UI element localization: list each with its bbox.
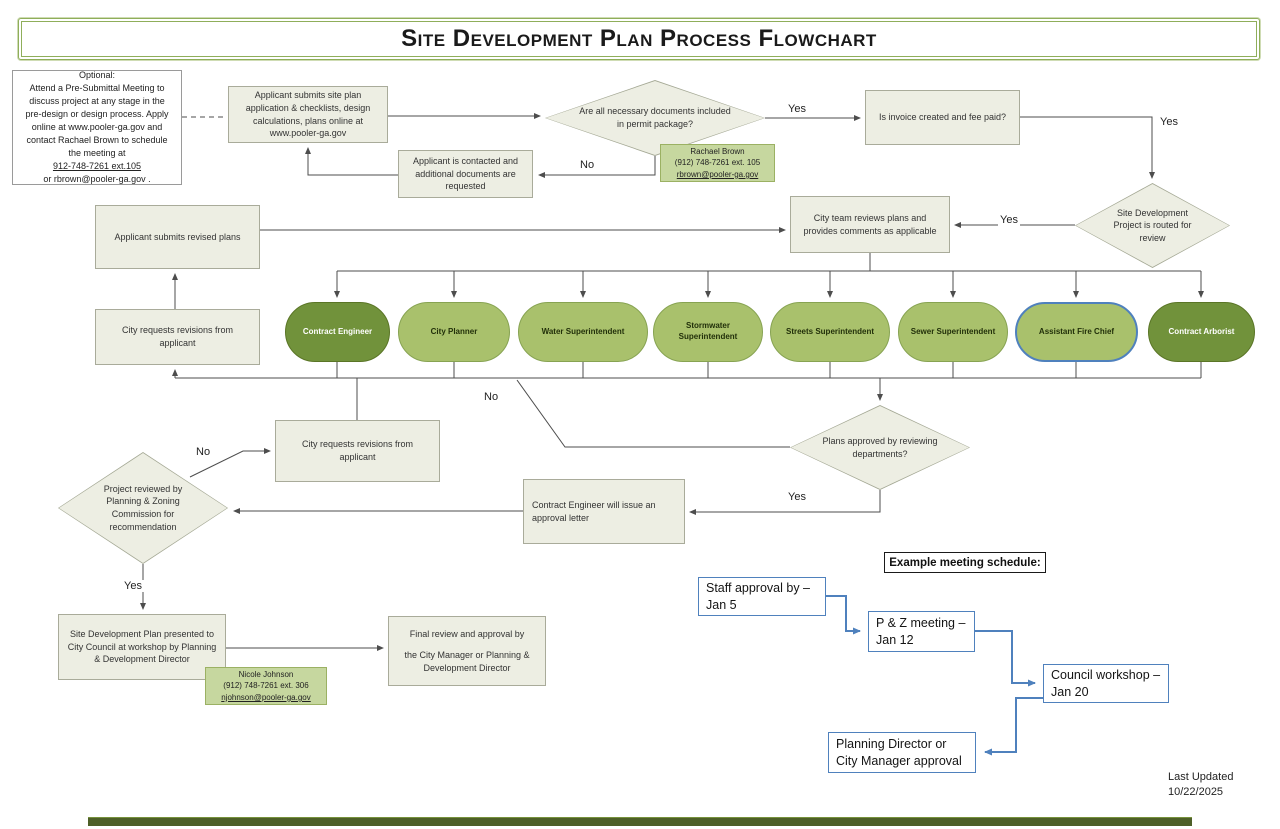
label-no-docs: No [578,159,597,171]
contact-rachael-phone: (912) 748-7261 ext. 105 [674,158,761,168]
decision-pz-review-text: Project reviewed by Planning & Zoning Co… [103,483,183,532]
decision-docs-included: Are all necessary documents included in … [545,80,765,156]
node-invoice-created-text: Is invoice created and fee paid? [878,112,1007,123]
footer-bar [88,817,1192,826]
schedule-header: Example meeting schedule: [884,552,1046,573]
contact-rachael-name: Rachael Brown [690,146,745,156]
node-final-review: Final review and approval by the City Ma… [388,616,546,686]
label-yes-routed: Yes [998,214,1020,226]
contact-rachael-email: rbrown@pooler-ga.gov [676,169,759,179]
page-title: Site Development Plan Process Flowchart [18,18,1260,60]
node-requests-revisions-left-text: City requests revisions from applicant [121,325,234,348]
dept-water-superintendent: Water Superintendent [518,302,648,362]
dept-streets-superintendent: Streets Superintendent [770,302,890,362]
node-approval-letter: Contract Engineer will issue an approval… [523,479,685,544]
label-yes-pz: Yes [122,580,144,592]
optional-phone: 912-748-7261 ext.105 [52,161,142,172]
node-final-review-line1: Final review and approval by [409,628,525,639]
decision-pz-review: Project reviewed by Planning & Zoning Co… [58,452,228,564]
node-optional-presubmittal: Optional: Attend a Pre-Submittal Meeting… [12,70,182,185]
optional-title: Optional: [78,69,116,80]
contact-nicole-email: njohnson@pooler-ga.gov [221,692,311,702]
dept-contract-arborist: Contract Arborist [1148,302,1255,362]
optional-tail: or rbrown@pooler-ga.gov . [43,174,151,185]
node-requests-revisions-mid: City requests revisions from applicant [275,420,440,482]
contact-nicole-phone: (912) 748-7261 ext. 306 [223,681,309,691]
node-applicant-contacted: Applicant is contacted and additional do… [398,150,533,198]
decision-routed-text: Site Development Project is routed for r… [1113,207,1192,243]
last-updated-note: Last Updated 10/22/2025 [1168,770,1233,800]
node-city-team-reviews: City team reviews plans and provides com… [790,196,950,253]
last-updated-label: Last Updated [1168,771,1234,783]
contact-nicole-name: Nicole Johnson [238,669,294,679]
node-requests-revisions-mid-text: City requests revisions from applicant [301,439,414,462]
label-no-plans-approved: No [482,391,501,403]
node-submit-application: Applicant submits site plan application … [228,86,388,143]
schedule-director-approval: Planning Director or City Manager approv… [828,732,976,773]
dept-stormwater-superintendent: Stormwater Superintendent [653,302,763,362]
page-title-text: Site Development Plan Process Flowchart [401,25,877,52]
label-yes-docs: Yes [786,103,808,115]
schedule-pz-meeting: P & Z meeting – Jan 12 [868,611,975,652]
dept-contract-engineer: Contract Engineer [285,302,390,362]
decision-plans-approved: Plans approved by reviewing departments? [790,405,970,490]
label-yes-invoice: Yes [1158,116,1180,128]
contact-rachael-brown: Rachael Brown (912) 748-7261 ext. 105 rb… [660,144,775,182]
schedule-council-workshop: Council workshop – Jan 20 [1043,664,1169,703]
node-approval-letter-text: Contract Engineer will issue an approval… [532,499,656,523]
node-final-review-line2: the City Manager or Planning & Developme… [404,650,530,673]
node-submit-application-text: Applicant submits site plan application … [245,90,371,139]
optional-body: Attend a Pre-Submittal Meeting to discus… [25,82,169,159]
label-no-pz: No [194,446,213,458]
decision-routed-review: Site Development Project is routed for r… [1075,183,1230,268]
dept-sewer-superintendent: Sewer Superintendent [898,302,1008,362]
node-council-presented-text: Site Development Plan presented to City … [67,629,217,665]
node-revised-plans: Applicant submits revised plans [95,205,260,269]
node-invoice-created: Is invoice created and fee paid? [865,90,1020,145]
node-applicant-contacted-text: Applicant is contacted and additional do… [412,156,519,192]
dept-assistant-fire-chief: Assistant Fire Chief [1015,302,1138,362]
node-revised-plans-text: Applicant submits revised plans [114,231,241,242]
schedule-staff-approval: Staff approval by – Jan 5 [698,577,826,616]
decision-docs-text: Are all necessary documents included in … [579,106,731,129]
node-requests-revisions-left: City requests revisions from applicant [95,309,260,365]
label-yes-plans-approved: Yes [786,491,808,503]
decision-plans-approved-text: Plans approved by reviewing departments? [822,435,938,459]
node-city-team-reviews-text: City team reviews plans and provides com… [803,212,937,236]
dept-city-planner: City Planner [398,302,510,362]
contact-nicole-johnson: Nicole Johnson (912) 748-7261 ext. 306 n… [205,667,327,705]
last-updated-date: 10/22/2025 [1168,785,1224,798]
node-council-presented: Site Development Plan presented to City … [58,614,226,680]
